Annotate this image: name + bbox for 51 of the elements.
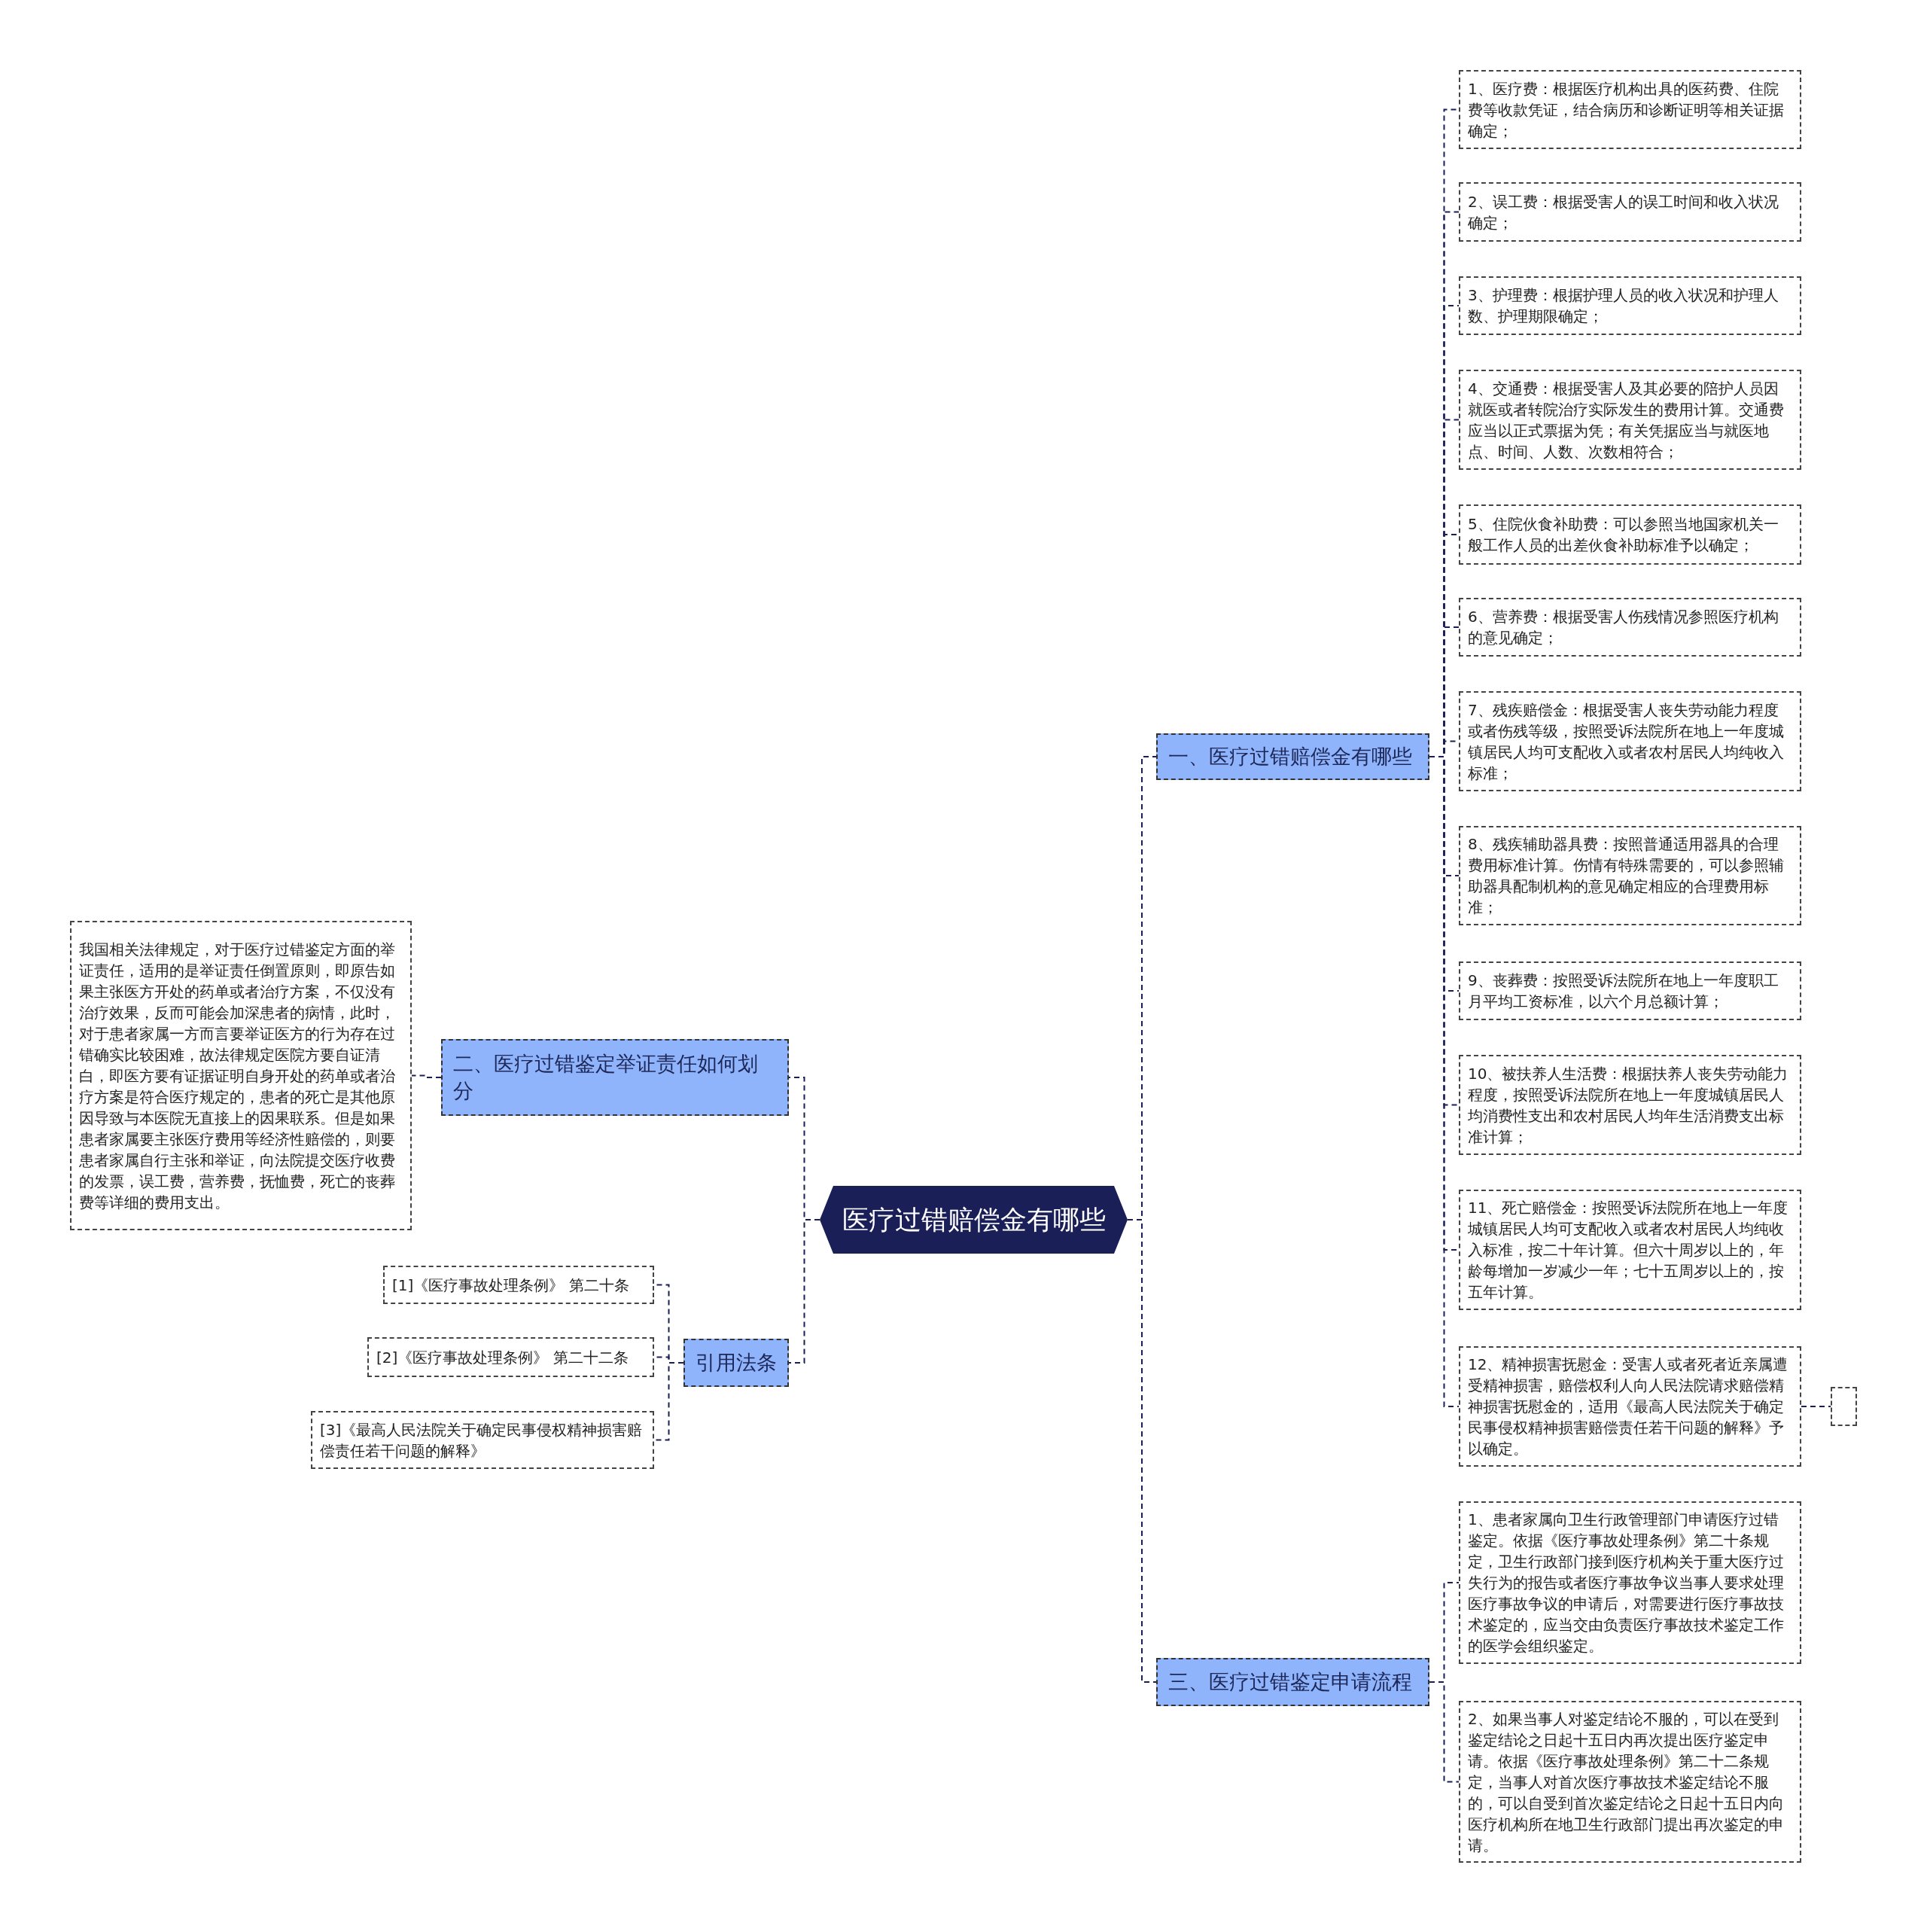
note-box [1459,182,1801,242]
note-box [1459,504,1801,565]
topic-text: [1]《医疗事故处理条例》 第二十条 [392,1275,629,1296]
note-box [1459,1055,1801,1155]
topic-text: 5、住院伙食补助费：可以参照当地国家机关一般工作人员的出差伙食补助标准予以确定； [1468,514,1779,556]
topic-text: 10、被扶养人生活费：根据扶养人丧失劳动能力程度，按照受诉法院所在地上一年度城镇居民人均消费性支出和农村居民人均年生活消费支出标准计算； [1468,1063,1789,1147]
topic-text: 2、误工费：根据受害人的误工时间和收入状况确定； [1468,191,1779,233]
topic-box [1156,1658,1429,1706]
topic-text: 6、营养费：根据受害人伤残情况参照医疗机构的意见确定； [1468,607,1779,648]
topic-text: 11、死亡赔偿金：按照受诉法院所在地上一年度城镇居民人均可支配收入或者农村居民人均纯收入标准，按二十年计算。但六十周岁以上的，年龄每增加一岁减少一年；七十五周岁以上的，按五年计算。 [1468,1198,1789,1303]
topic-text: [3]《最高人民法院关于确定民事侵权精神损害赔偿责任若干问题的解释》 [320,1419,644,1461]
topic-text: [2]《医疗事故处理条例》 第二十二条 [376,1347,629,1368]
topic-text: 三、医疗过错鉴定申请流程 [1168,1669,1412,1695]
note-box [1459,691,1801,791]
topic-text: 医疗过错赔偿金有哪些 [842,1203,1106,1236]
central-topic [820,1186,1128,1254]
connector-line [411,1074,442,1078]
topic-text: 1、患者家属向卫生行政管理部门申请医疗过错鉴定。依据《医疗事故处理条例》第二十条规定，卫生行政部门接到医疗机构关于重大医疗过失行为的报告或者医疗事故争议当事人要求处理医疗事故争议的申请后，对需要进行医疗事故技术鉴定的，应当交由负责医疗事故技术鉴定工作的医学会组织鉴定。 [1468,1510,1785,1656]
note-box [1459,598,1801,657]
topic-text: 9、丧葬费：按照受诉法院所在地上一年度职工月平均工资标准，以六个月总额计算； [1468,971,1779,1012]
topic-text: 4、交通费：根据受害人及其必要的陪护人员因就医或者转院治疗实际发生的费用计算。交通费应当以正式票据为凭；有关凭据应当与就医地点、时间、人数、次数相符合； [1468,378,1785,462]
note-box [1459,826,1801,925]
topic-box [683,1339,789,1387]
topic-text: 3、护理费：根据护理人员的收入状况和护理人数、护理期限确定； [1468,285,1779,327]
note-box [1459,1190,1801,1310]
topic-text: 12、精神损害抚慰金：受害人或者死者近亲属遭受精神损害，赔偿权利人向人民法院请求赔偿精神损害抚慰金的，适用《最高人民法院关于确定民事侵权精神损害赔偿责任若干问题的解释》予以确定。 [1468,1355,1789,1459]
topic-box [441,1039,789,1116]
note-box [311,1411,654,1469]
connector-line [1429,1681,1460,1783]
note-box [383,1266,654,1304]
topic-text: 1、医疗费：根据医疗机构出具的医药费、住院费等收款凭证，结合病历和诊断证明等相关证据确定； [1468,78,1785,142]
topic-text: 7、残疾赔偿金：根据受害人丧失劳动能力程度或者伤残等级，按照受诉法院所在地上一年度城镇居民人均可支配收入或者农村居民人均纯收入标准； [1468,699,1785,784]
note-box [1459,1701,1801,1863]
note-box [1459,70,1801,149]
topic-text: 我国相关法律规定，对于医疗过错鉴定方面的举证责任，适用的是举证责任倒置原则，即原告如果主张医方开处的药单或者治疗方案，不仅没有治疗效果，反而可能会加深患者的病情，此时，对于患者家属一方而言要举证医方的行为存在过错确实比较困难，故法律规定医院方要自证清白，即医方要有证据证明自身开处的药单或者治疗方案是符合医疗规定的，患者的死亡是其他原因导致与本医院无直接上的因果联系。但是如果患者家属要主张医疗费用等经济性赔偿的，则要患者家属自行主张和举证，向法院提交医疗收费的发票，误工费，营养费，抚恤费，死亡的丧葬费等详细的费用支出。 [79,939,396,1213]
topic-text: 8、残疾辅助器具费：按照普通适用器具的合理费用标准计算。伤情有特殊需要的，可以参照辅助器具配制机构的意见确定相应的合理费用标准； [1468,834,1785,918]
topic-text: 2、如果当事人对鉴定结论不服的，可以在受到鉴定结论之日起十五日内再次提出医疗鉴定申请。依据《医疗事故处理条例》第二十二条规定，当事人对首次医疗事故技术鉴定结论不服的，可以自受到首次鉴定结论之日起十五日内向医疗机构所在地卫生行政部门提出再次鉴定的申请。 [1468,1708,1785,1856]
topic-box [1156,733,1429,780]
connector-line [1801,1406,1831,1407]
note-box [367,1337,654,1377]
note-box [1459,370,1801,470]
empty-box [1831,1387,1857,1426]
topic-text: 一、医疗过错赔偿金有哪些 [1168,744,1412,769]
connector-line [788,1219,820,1364]
topic-text: 引用法条 [696,1350,777,1376]
note-box [1459,1501,1801,1664]
topic-text: 二、医疗过错鉴定举证责任如何划分 [453,1051,759,1104]
note-box [1459,276,1801,335]
note-box [1459,961,1801,1020]
note-box [1459,1346,1801,1467]
note-box [70,921,412,1230]
